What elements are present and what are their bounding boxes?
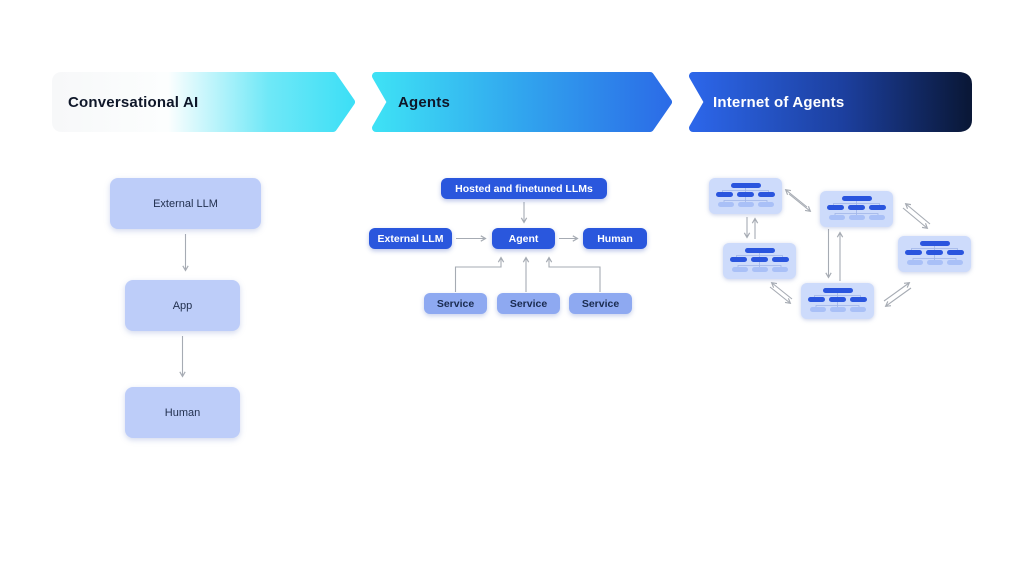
agent-network-node-a: [709, 178, 782, 214]
mini-connector-lines: [833, 200, 880, 217]
agent-network-node-d: [801, 283, 874, 319]
network-link-a-b: [784, 188, 812, 213]
banner-arrow-shape: [372, 72, 672, 132]
node-human-2: Human: [583, 228, 647, 249]
mini-service-row: [709, 202, 782, 207]
node-hosted-finetuned-llms: Hosted and finetuned LLMs: [441, 178, 607, 199]
mini-node-row: [709, 191, 782, 197]
agent-network-node-e: [898, 236, 971, 272]
arrow-service3-to-agent: [545, 256, 601, 292]
mini-connector-lines: [814, 292, 861, 309]
node-service-3: Service: [569, 293, 632, 314]
network-link-b-e: [902, 202, 931, 230]
node-service-1: Service: [424, 293, 487, 314]
agent-network-node-c: [723, 243, 796, 279]
banner-label: Internet of Agents: [713, 93, 845, 111]
mini-node-row: [801, 296, 874, 302]
mini-node-row: [723, 256, 796, 262]
banner-conversational-ai: Conversational AI: [52, 72, 355, 132]
node-external-llm-2: External LLM: [369, 228, 452, 249]
mini-connector-lines: [911, 245, 958, 262]
mini-service-row: [820, 215, 893, 220]
mini-agent-bar: [919, 241, 950, 246]
banner-arrow-shape: [52, 72, 355, 132]
mini-connector-lines: [722, 187, 769, 204]
banner-label: Agents: [398, 93, 451, 111]
banner-internet-of-agents: Internet of Agents: [687, 72, 972, 132]
mini-node-row: [820, 204, 893, 210]
banner-label: Conversational AI: [68, 93, 199, 111]
mini-agent-bar: [730, 183, 761, 188]
network-link-d-e: [883, 282, 912, 307]
mini-service-row: [723, 267, 796, 272]
network-link-c-d: [769, 281, 793, 305]
node-external-llm: External LLM: [110, 178, 261, 229]
mini-agent-bar: [822, 288, 853, 293]
banner-agents: Agents: [370, 72, 672, 132]
node-human: Human: [125, 387, 240, 438]
mini-service-row: [801, 307, 874, 312]
mini-service-row: [898, 260, 971, 265]
mini-agent-bar: [841, 196, 872, 201]
banner-arrow-shape: [689, 72, 972, 132]
agent-network-node-b: [820, 191, 893, 227]
node-agent: Agent: [492, 228, 555, 249]
node-service-2: Service: [497, 293, 560, 314]
network-link-b-d: [825, 229, 844, 281]
mini-agent-bar: [744, 248, 775, 253]
node-app: App: [125, 280, 240, 331]
mini-node-row: [898, 249, 971, 255]
network-link-a-c: [743, 217, 759, 239]
arrow-service1-to-agent: [454, 256, 505, 292]
mini-connector-lines: [736, 252, 783, 269]
